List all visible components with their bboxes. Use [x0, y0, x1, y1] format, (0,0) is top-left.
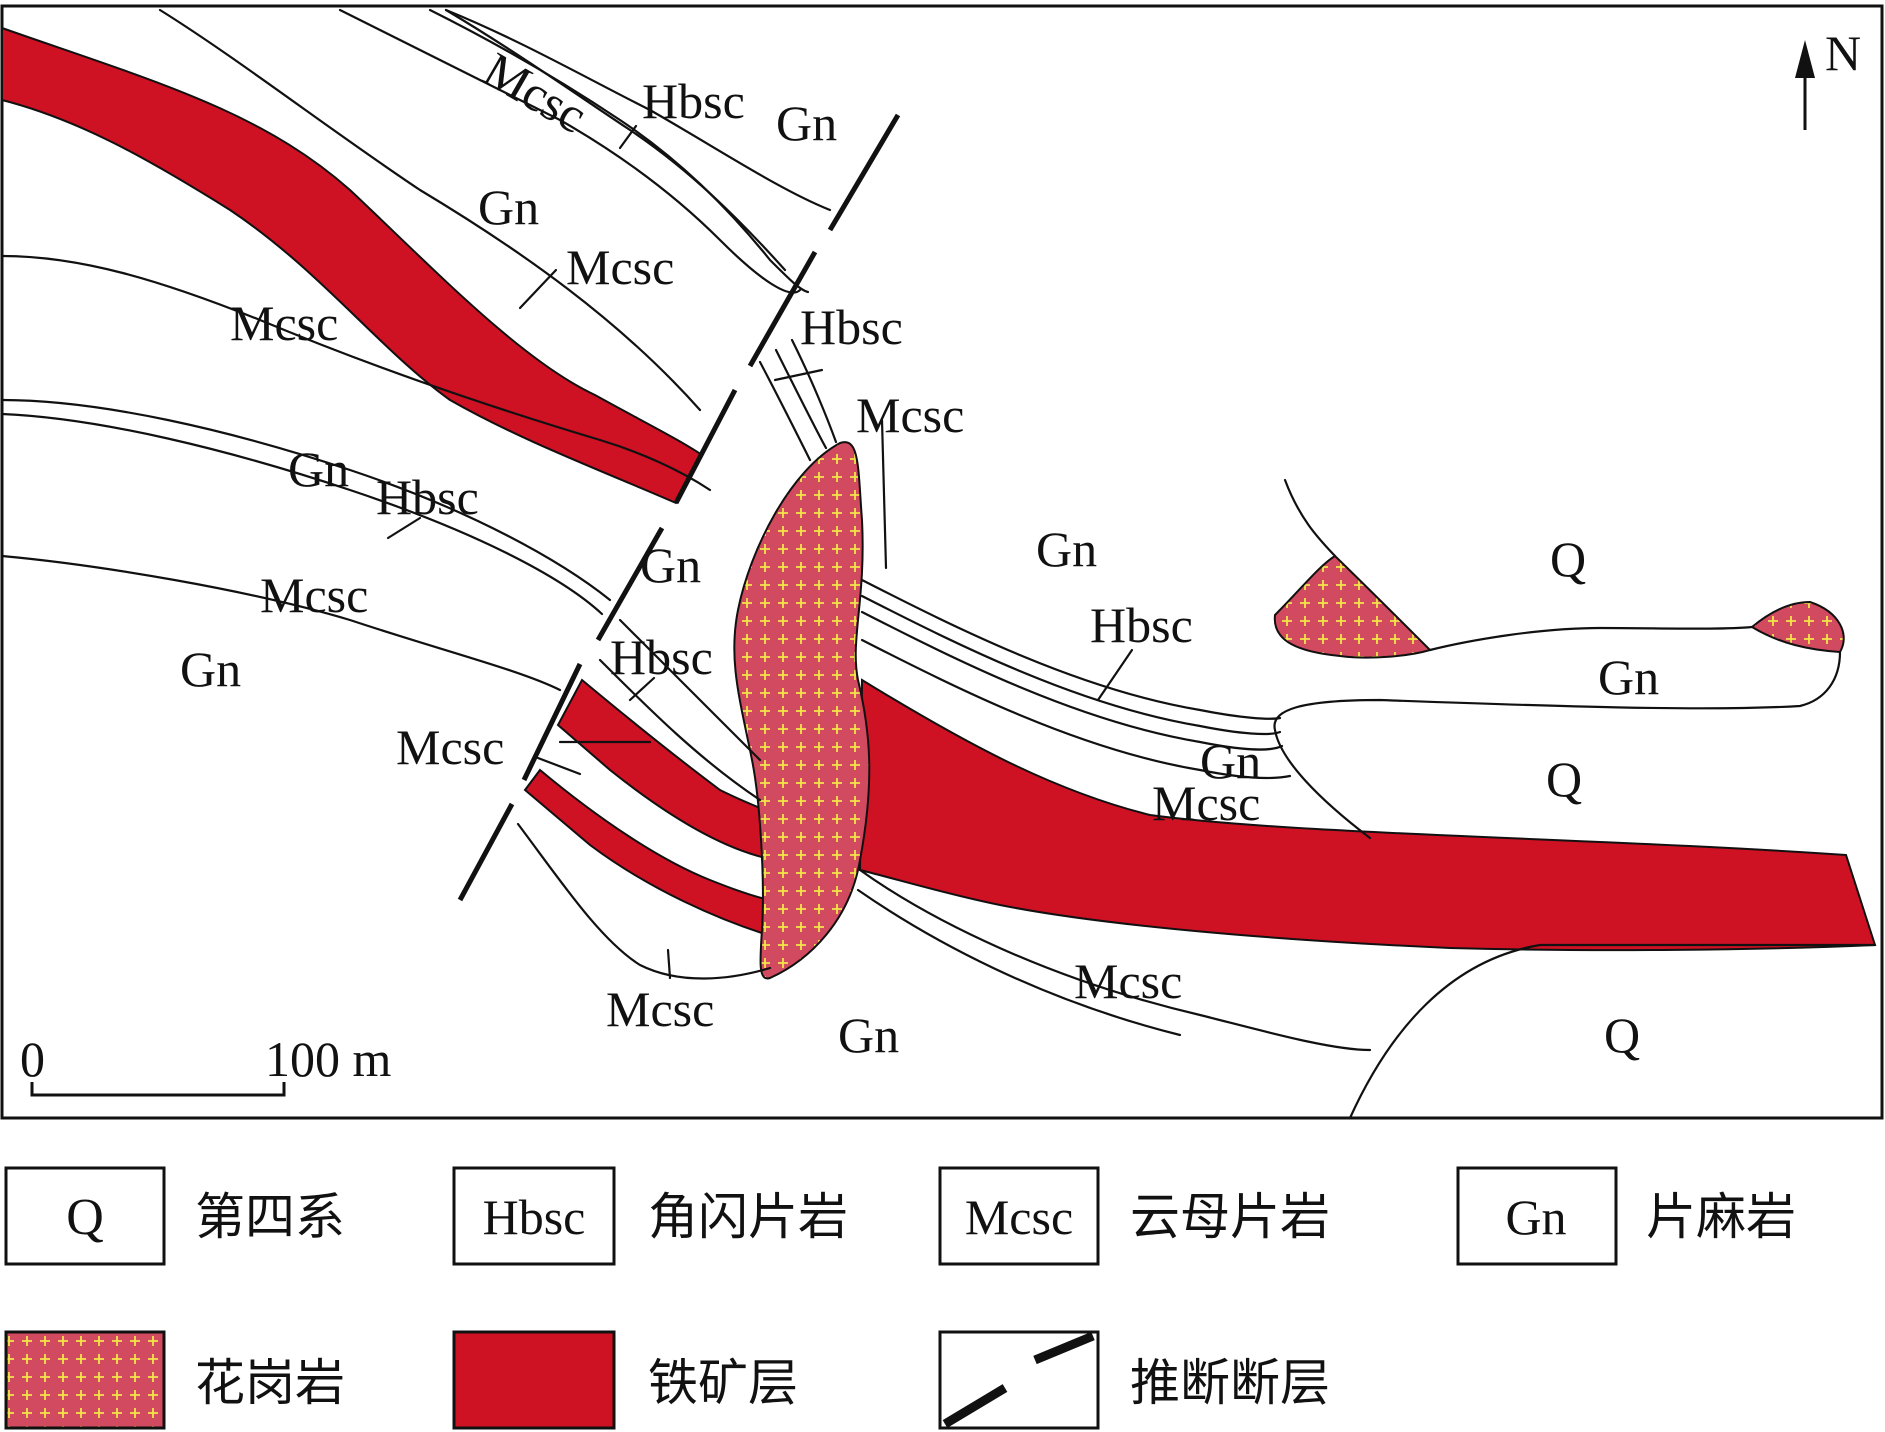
- label-hbsc-top: Hbsc: [642, 73, 745, 129]
- legend: Q 第四系 Hbsc 角闪片岩 Mcsc 云母片岩 Gn 片麻岩 花岗岩 铁矿层: [4, 1166, 1796, 1430]
- label-q-mid-right: Q: [1546, 751, 1582, 807]
- label-mcsc-left-lower: Mcsc: [260, 567, 368, 623]
- legend-label-ore: 铁矿层: [648, 1354, 798, 1412]
- legend-item-fault: 推断断层: [938, 1330, 1330, 1430]
- legend-item-gn: Gn 片麻岩: [1456, 1166, 1796, 1266]
- legend-symbol-text-q: Q: [66, 1189, 104, 1246]
- label-hbsc-lower-center: Hbsc: [610, 629, 713, 685]
- legend-symbol-q: [4, 1166, 166, 1266]
- legend-label-gn: 片麻岩: [1646, 1188, 1796, 1246]
- label-gn-mid-right: Gn: [1036, 521, 1097, 577]
- north-label: N: [1825, 25, 1861, 81]
- label-mcsc-right: Mcsc: [1152, 775, 1260, 831]
- label-gn-bottom: Gn: [838, 1007, 899, 1063]
- legend-label-mcsc: 云母片岩: [1130, 1188, 1330, 1246]
- label-gn-top-right: Gn: [776, 95, 837, 151]
- ore-layer-center-lower: [523, 768, 772, 937]
- legend-symbol-text-mcsc: Mcsc: [965, 1189, 1073, 1245]
- label-mcsc-bottom-left: Mcsc: [606, 981, 714, 1037]
- label-gn-center: Gn: [640, 537, 701, 593]
- label-q-upper-right: Q: [1550, 531, 1586, 587]
- granite-body-east[interactable]: [1750, 600, 1845, 654]
- legend-label-q: 第四系: [195, 1188, 345, 1246]
- scale-start-label: 0: [20, 1031, 45, 1087]
- ore-layer-east: [858, 678, 1877, 952]
- label-gn-upper-left: Gn: [478, 179, 539, 235]
- legend-item-hbsc: Hbsc 角闪片岩: [452, 1166, 848, 1266]
- legend-symbol-text-hbsc: Hbsc: [483, 1189, 586, 1245]
- legend-label-granite: 花岗岩: [195, 1354, 345, 1412]
- inferred-faults: [457, 113, 901, 902]
- north-arrow: N: [1795, 25, 1861, 130]
- scale-end-label: 100 m: [265, 1031, 392, 1087]
- legend-item-granite: 花岗岩: [4, 1330, 345, 1430]
- label-hbsc-left: Hbsc: [376, 469, 479, 525]
- map-area: N 0 100 m Mcsc Hbsc Gn Gn Mcsc Mcsc Hbsc…: [0, 4, 1884, 1120]
- label-gn-small: Gn: [1200, 733, 1261, 789]
- fault-dash-icon: [1033, 1331, 1095, 1365]
- tick-marks: [386, 124, 1134, 980]
- label-gn-lower-left: Gn: [180, 641, 241, 697]
- label-hbsc-center: Hbsc: [800, 299, 903, 355]
- legend-symbol-mcsc: [938, 1166, 1100, 1266]
- north-arrow-icon: [1795, 40, 1815, 78]
- legend-label-hbsc: 角闪片岩: [648, 1188, 848, 1246]
- label-gn-left: Gn: [288, 441, 349, 497]
- legend-item-q: Q 第四系: [4, 1166, 345, 1266]
- legend-symbol-hbsc: [452, 1166, 616, 1266]
- label-mcsc-upper-mid: Mcsc: [566, 239, 674, 295]
- legend-symbol-text-gn: Gn: [1505, 1189, 1566, 1245]
- label-mcsc-lower-left: Mcsc: [396, 719, 504, 775]
- scale-bar: 0 100 m: [20, 1031, 392, 1097]
- label-q-bottom-right: Q: [1604, 1007, 1640, 1063]
- legend-label-fault: 推断断层: [1130, 1354, 1330, 1412]
- label-mcsc-bottom-mid: Mcsc: [1074, 953, 1182, 1009]
- legend-item-ore: 铁矿层: [452, 1330, 798, 1430]
- contact-lines: [0, 8, 1877, 1120]
- fault-dash-icon-2: [942, 1384, 1008, 1428]
- label-gn-right: Gn: [1598, 649, 1659, 705]
- label-mcsc-left-upper: Mcsc: [230, 295, 338, 351]
- legend-symbol-gn: [1456, 1166, 1618, 1266]
- legend-symbol-granite: [4, 1330, 166, 1430]
- legend-item-mcsc: Mcsc 云母片岩: [938, 1166, 1330, 1266]
- legend-symbol-ore: [452, 1330, 616, 1430]
- label-mcsc-center: Mcsc: [856, 387, 964, 443]
- label-hbsc-right: Hbsc: [1090, 597, 1193, 653]
